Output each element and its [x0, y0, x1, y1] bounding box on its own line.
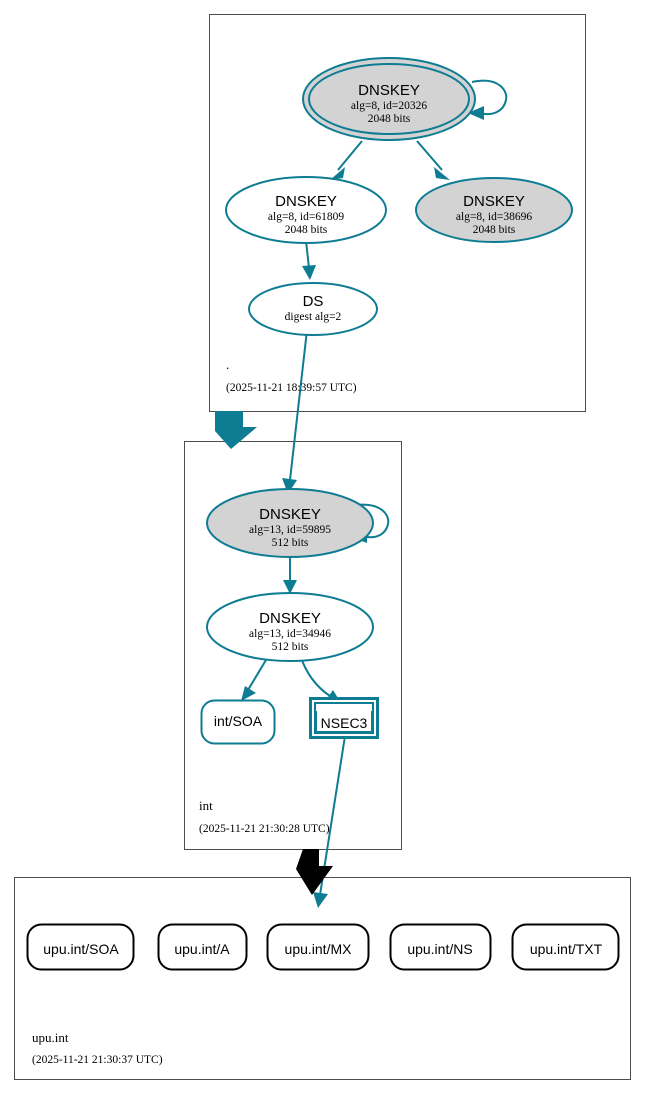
edge-root-ksk-to-zsk-61809 [330, 140, 363, 180]
node-subline-2: 2048 bits [285, 224, 328, 236]
node-label: upu.int/TXT [530, 941, 603, 957]
zone-label-root: . [226, 357, 229, 372]
node-subline-2: 2048 bits [473, 224, 516, 236]
node-title: DNSKEY [358, 82, 420, 99]
nsec3-inner-gap [316, 704, 372, 711]
node-subline-2: 2048 bits [368, 113, 411, 125]
edge-zone-root-to-int [215, 411, 257, 449]
node-subline-1: alg=8, id=20326 [351, 100, 427, 112]
edge-root-ksk-self-loop [468, 79, 508, 120]
node-title: DS [303, 293, 324, 310]
node-subline-2: 512 bits [272, 537, 309, 549]
edge-int-zsk-to-soa [241, 654, 270, 701]
node-rrset-upu-int-ns[interactable]: upu.int/NS [389, 923, 492, 971]
node-dnskey-root-zsk-38696[interactable]: DNSKEY alg=8, id=38696 2048 bits [415, 177, 573, 243]
node-dnskey-root-ksk-20326[interactable]: DNSKEY alg=8, id=20326 2048 bits [302, 57, 476, 141]
node-label: upu.int/NS [407, 941, 472, 957]
node-title: DNSKEY [275, 193, 337, 210]
zone-box-upu-int [14, 877, 631, 1080]
node-label: int/SOA [214, 713, 263, 729]
node-dnskey-int-ksk-59895[interactable]: DNSKEY alg=13, id=59895 512 bits [206, 488, 374, 558]
node-dnskey-int-zsk-34946[interactable]: DNSKEY alg=13, id=34946 512 bits [206, 592, 374, 662]
zone-timestamp-upu-int: (2025-11-21 21:30:37 UTC) [32, 1054, 163, 1066]
node-rrset-int-soa[interactable]: int/SOA [200, 699, 276, 745]
node-subline-1: digest alg=2 [285, 311, 342, 323]
zone-timestamp-root: (2025-11-21 18:39:57 UTC) [226, 382, 357, 394]
node-label: upu.int/A [174, 941, 230, 957]
node-dnskey-root-zsk-61809[interactable]: DNSKEY alg=8, id=61809 2048 bits [225, 176, 387, 244]
node-rrset-upu-int-a[interactable]: upu.int/A [157, 923, 248, 971]
node-label: NSEC3 [321, 715, 368, 731]
node-subline-2: 512 bits [272, 641, 309, 653]
node-label: upu.int/SOA [43, 941, 119, 957]
edge-zone-int-to-upu-int [296, 849, 333, 895]
node-subline-1: alg=8, id=38696 [456, 211, 532, 223]
node-rrset-upu-int-txt[interactable]: upu.int/TXT [511, 923, 620, 971]
node-rrset-upu-int-soa[interactable]: upu.int/SOA [26, 923, 135, 971]
node-ds-root[interactable]: DS digest alg=2 [248, 282, 378, 336]
node-subline-1: alg=8, id=61809 [268, 211, 344, 223]
zone-label-upu-int: upu.int [32, 1030, 69, 1045]
edge-root-zsk-to-ds [302, 240, 316, 280]
zone-label-int: int [199, 798, 213, 813]
edge-ds-to-int-ksk [282, 329, 308, 494]
zone-timestamp-int: (2025-11-21 21:30:28 UTC) [199, 823, 330, 835]
node-label: upu.int/MX [285, 941, 353, 957]
edge-root-ksk-to-zsk-38696 [416, 140, 450, 180]
node-title: DNSKEY [259, 610, 321, 627]
node-subline-1: alg=13, id=59895 [249, 524, 331, 536]
node-title: DNSKEY [259, 506, 321, 523]
node-rrset-upu-int-mx[interactable]: upu.int/MX [266, 923, 370, 971]
node-rrset-int-nsec3[interactable]: NSEC3 [309, 697, 379, 739]
node-subline-1: alg=13, id=34946 [249, 628, 331, 640]
node-title: DNSKEY [463, 193, 525, 210]
edge-int-ksk-to-zsk [283, 556, 297, 594]
